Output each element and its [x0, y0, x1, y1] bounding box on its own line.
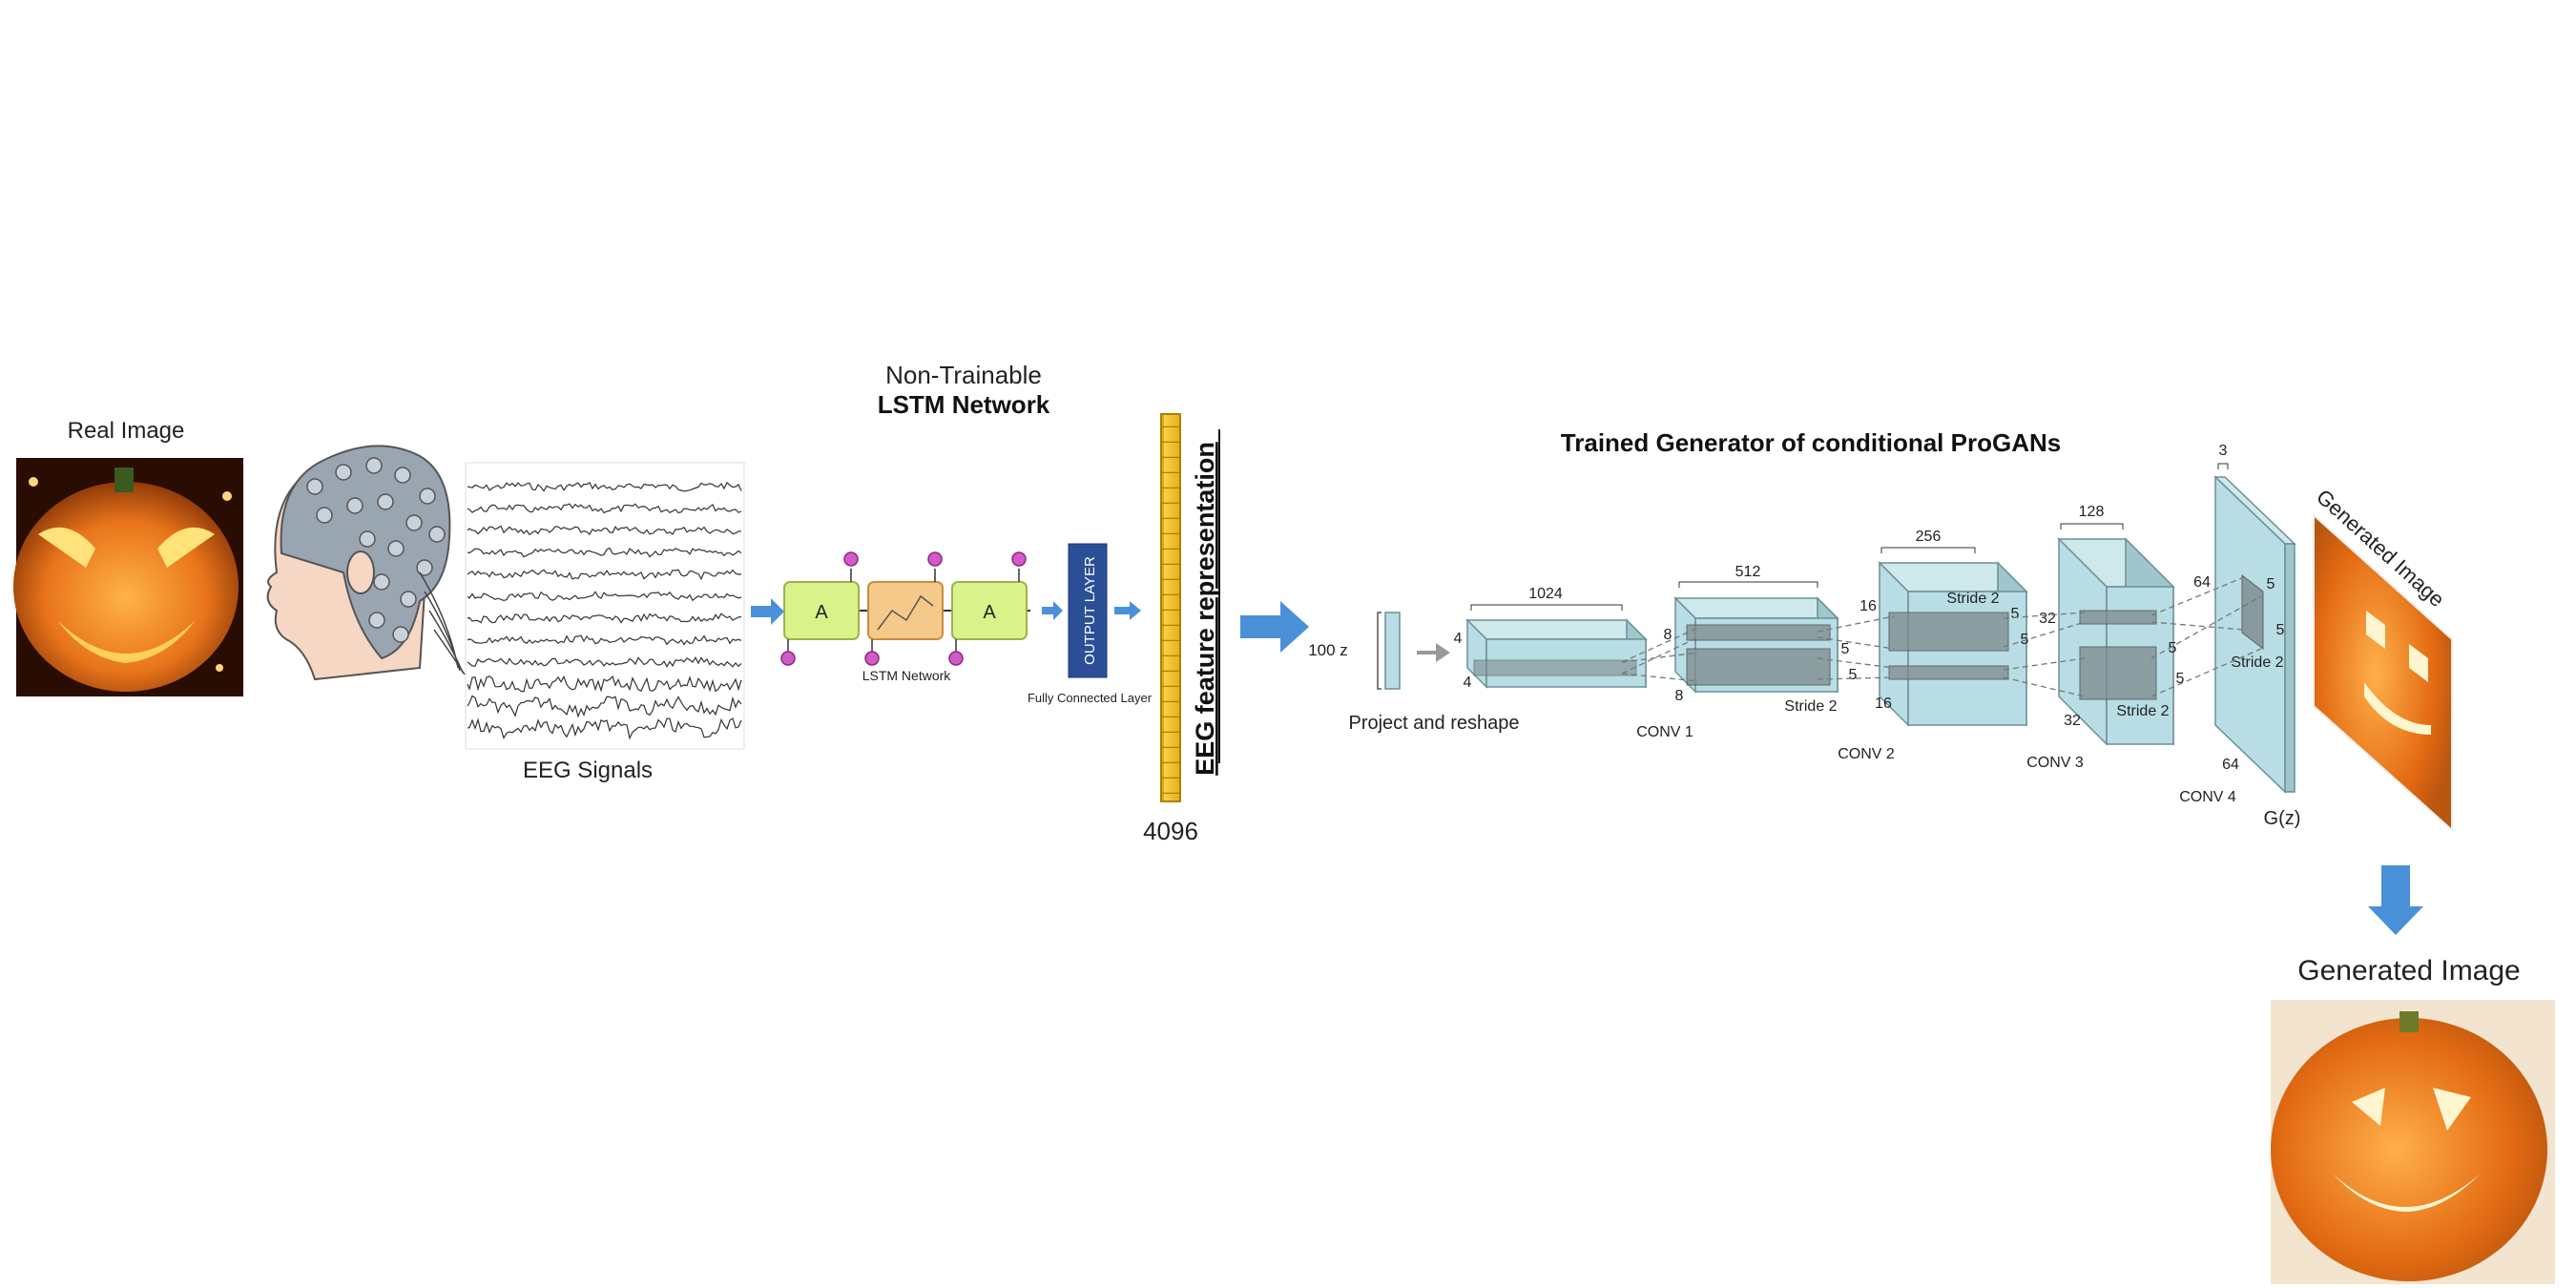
lstm-cell-label-right: A: [983, 602, 996, 623]
eeg-trace: [467, 591, 742, 602]
conv3-kernel-label-2: 5: [2021, 632, 2029, 648]
conv3-width-label: 256: [1916, 529, 1942, 545]
conv1-width-label: 1024: [1528, 586, 1563, 602]
projection-lines: [1621, 576, 2262, 697]
output-kernel-label-1: 5: [2267, 576, 2275, 592]
eeg-trace: [467, 503, 742, 514]
lstm-title-top: Non-Trainable: [885, 361, 1042, 389]
conv4-stride-label: Stride 2: [2116, 703, 2169, 719]
head-eeg-cap-illustration: [266, 445, 466, 681]
conv2-kernel-label-2: 5: [1849, 667, 1858, 683]
output-kernel-label-2: 5: [2276, 622, 2285, 638]
generated-image-tilted: [2313, 512, 2453, 833]
conv4-kernel-label-1: 5: [2169, 640, 2177, 656]
eeg-feature-representation-label: EEG feature representation: [1191, 442, 1219, 776]
eeg-trace: [467, 613, 742, 624]
generated-image-label: Generated Image: [2297, 955, 2520, 987]
real-pumpkin-image: [13, 458, 243, 696]
eeg-trace: [467, 655, 742, 668]
conv2-width-label: 512: [1735, 564, 1761, 580]
z-vector-label: 100 z: [1308, 641, 1348, 659]
conv4-height-label-1: 32: [2039, 611, 2056, 627]
output-stride-label: Stride 2: [2231, 654, 2283, 671]
fully-connected-caption: Fully Connected Layer: [1028, 691, 1153, 705]
conv2-stride-label: Stride 2: [1784, 698, 1837, 715]
generator-title: Trained Generator of conditional ProGANs: [1561, 428, 2061, 457]
conv3-label: CONV 3: [2026, 755, 2084, 771]
eeg-trace: [467, 634, 742, 646]
eeg-signals-label: EEG Signals: [523, 758, 653, 783]
conv1-height-label-1: 4: [1454, 631, 1463, 647]
real-image-label: Real Image: [68, 418, 185, 444]
conv3-stride-label: Stride 2: [1946, 591, 1999, 607]
eeg-signal-plot: [465, 462, 745, 750]
conv3-height-label-1: 16: [1859, 598, 1877, 614]
conv2-height-label-1: 8: [1664, 627, 1672, 643]
eeg-trace: [467, 675, 742, 693]
conv2-label: CONV 2: [1838, 746, 1895, 762]
output-width-label: 3: [2219, 443, 2228, 459]
conv2-block: [1673, 596, 1839, 694]
lstm-cell-label-left: A: [815, 602, 828, 623]
output-height-label-1: 64: [2193, 574, 2211, 591]
eeg-feature-vector-bar: [1160, 413, 1181, 802]
conv1-label: CONV 1: [1636, 724, 1693, 740]
output-plane-block: [2213, 475, 2296, 794]
arrow-eeg-to-lstm: [751, 598, 784, 625]
lstm-cell-right: [951, 581, 1028, 640]
output-layer-block: [1068, 543, 1108, 678]
output-layer-label: OUTPUT LAYER: [1082, 556, 1098, 665]
gz-label: G(z): [2264, 808, 2301, 829]
z-vector-bar: [1384, 612, 1401, 690]
generated-image: [2271, 1000, 2555, 1284]
conv4-label: CONV 4: [2179, 789, 2236, 805]
lstm-title-bottom: LSTM Network: [878, 390, 1050, 419]
conv4-kernel-label-2: 5: [2176, 671, 2185, 687]
feature-size-label: 4096: [1143, 817, 1198, 845]
arrow-lstm-to-output: [1042, 601, 1063, 620]
arrow-down-to-generated: [2368, 865, 2423, 935]
eeg-trace: [467, 717, 742, 740]
conv3-height-label-2: 16: [1875, 696, 1892, 712]
eeg-trace: [467, 547, 742, 558]
conv1-height-label-2: 4: [1464, 675, 1472, 691]
eeg-trace: [467, 569, 742, 581]
conv3-kernel-label-1: 5: [2011, 606, 2020, 622]
project-reshape-label: Project and reshape: [1348, 713, 1519, 734]
conv3-block: [1878, 561, 2028, 727]
lstm-network-diagram: A A: [780, 551, 1030, 666]
eeg-trace: [467, 695, 742, 718]
arrow-output-to-feature: [1114, 601, 1141, 620]
conv2-height-label-2: 8: [1675, 688, 1684, 704]
conv1-block: [1465, 618, 1648, 689]
conv4-block: [2057, 537, 2175, 746]
lstm-cell-left: [783, 581, 860, 640]
conv4-height-label-2: 32: [2064, 713, 2081, 729]
conv2-kernel-label-1: 5: [1841, 641, 1850, 657]
conv4-width-label: 128: [2079, 504, 2105, 520]
arrow-project: [1417, 643, 1450, 662]
eeg-trace: [467, 525, 742, 536]
lstm-network-caption: LSTM Network: [862, 668, 952, 683]
output-height-label-2: 64: [2222, 757, 2239, 773]
lstm-cell-middle: [867, 581, 944, 640]
arrow-feature-to-generator: [1240, 601, 1309, 653]
eeg-trace: [467, 481, 742, 492]
